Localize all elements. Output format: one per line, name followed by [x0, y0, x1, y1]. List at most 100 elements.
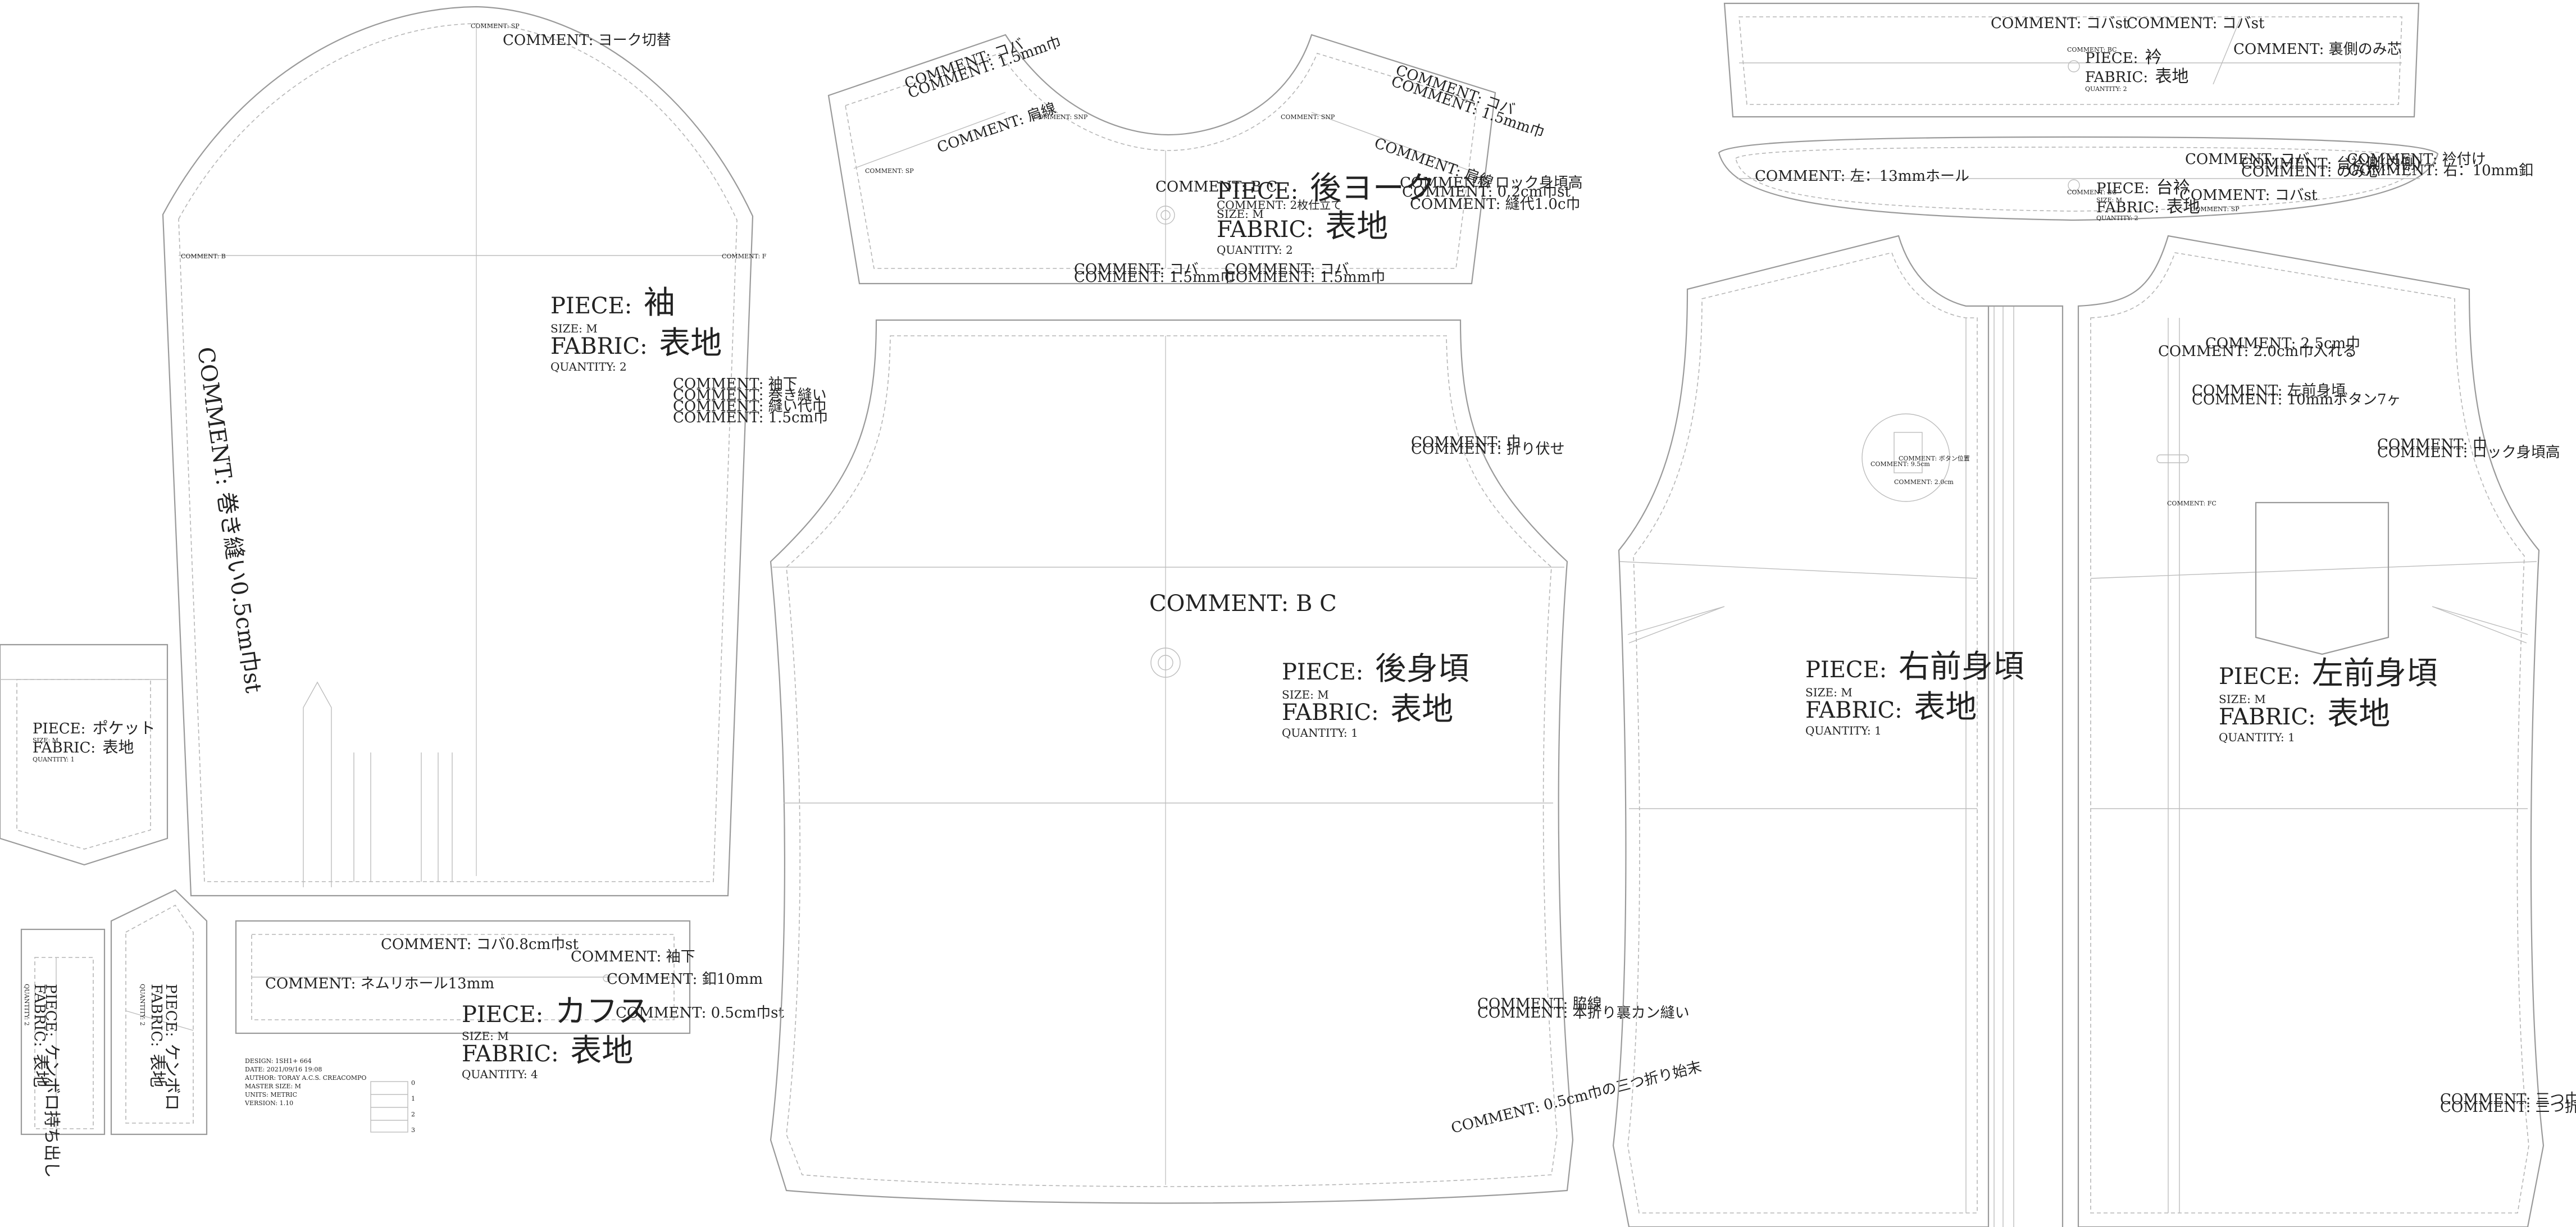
cuff-comment-hole: COMMENT: ネムリホール13mm — [265, 975, 494, 992]
left-front-piece-label: PIECE: 左前身頃 — [2219, 655, 2438, 692]
left-front-lock-2: COMMENT: ロック身頃高 — [2377, 444, 2560, 461]
placket-b-seam-line — [125, 904, 194, 1124]
right-front-seam-line — [1627, 252, 1978, 1214]
back-yoke-shoulder-r — [1311, 112, 1472, 172]
back-yoke-piece-name: 後ヨーク — [1310, 170, 1436, 207]
placket-a-piece-name: ケンボロ持ち出し — [42, 1044, 61, 1178]
cuff-fabric: FABRIC: 表地 — [462, 1033, 633, 1069]
back-yoke-lock-1: COMMENT: ロック身頃高 — [1400, 175, 1583, 191]
collar-stand-size: SIZE: M — [2096, 197, 2122, 204]
sleeve-comment-sp: COMMENT: SP — [471, 22, 520, 30]
placket-a-piece[interactable]: PIECE: ケンボロ持ち出し FABRIC: 表地 QUANTITY: 2 — [20, 928, 106, 1178]
back-yoke-snp-r: COMMENT: SNP — [1281, 113, 1335, 121]
right-front-pocket-2: COMMENT: 9.5cm — [1870, 460, 1930, 468]
collar-piece[interactable]: COMMENT: コバst COMMENT: コバst COMMENT: 裏側の… — [1723, 2, 2420, 118]
scale-box — [370, 1081, 408, 1133]
collar-quantity: QUANTITY: 2 — [2085, 85, 2127, 93]
cuff-piece[interactable]: COMMENT: コバ0.8cm巾st COMMENT: 袖下 COMMENT:… — [235, 920, 785, 1081]
collar-stand-piece[interactable]: COMMENT: 左：13mmホール COMMENT: コバ COMMENT: … — [1718, 136, 2533, 222]
placket-a-seam-line — [34, 957, 94, 1129]
pocket-size: SIZE: M — [33, 737, 58, 744]
back-yoke-shoulder-l — [853, 112, 1006, 169]
pocket-fabric-prefix: FABRIC: — [33, 740, 95, 756]
sleeve-comment-stack-1: COMMENT: 袖下 — [673, 376, 798, 393]
cuff-piece-label: PIECE: カフス — [462, 993, 649, 1030]
sleeve-comment-f: COMMENT: F — [722, 253, 767, 260]
collar-stand-quantity: QUANTITY: 2 — [2096, 215, 2138, 222]
placket-b-fabric: FABRIC: 表地 — [147, 984, 167, 1087]
right-front-fabric: FABRIC: 表地 — [1805, 689, 1977, 726]
back-yoke-comment-double: COMMENT: 2枚仕立て — [1217, 198, 1342, 212]
back-body-fabric-prefix: FABRIC: — [1282, 700, 1379, 726]
sleeve-piece-name: 袖 — [644, 285, 675, 321]
collar-stand-cut-line — [1718, 136, 2439, 221]
info-line-4: MASTER SIZE: M — [245, 1083, 301, 1090]
right-front-edge — [1988, 305, 2064, 1227]
sleeve-fabric-prefix: FABRIC: — [550, 334, 648, 359]
placket-a-piece-label: PIECE: ケンボロ持ち出し — [42, 984, 61, 1178]
sleeve-piece-label-prefix: PIECE: — [550, 293, 632, 319]
scale-label-1: 1 — [411, 1095, 415, 1102]
back-body-piece[interactable]: COMMENT: B C PIECE: 後身頃 SIZE: M FABRIC: … — [770, 319, 1703, 1204]
pocket-fabric: FABRIC: 表地 — [33, 738, 134, 756]
placket-a-fabric: FABRIC: 表地 — [30, 984, 50, 1087]
sleeve-comment-roll: COMMENT: 巻き縫い0.5cm巾st — [192, 345, 266, 695]
sleeve-piece[interactable]: COMMENT: SP COMMENT: ヨーク切替 COMMENT: B CO… — [162, 6, 828, 897]
collar-stand-comment-hole: COMMENT: 左：13mmホール — [1755, 168, 1969, 185]
back-body-comment-bc: COMMENT: B C — [1149, 591, 1337, 617]
collar-fabric-prefix: FABRIC: — [2085, 69, 2148, 86]
scale-ruler: 0 1 2 3 — [370, 1079, 415, 1134]
info-line-2: DATE: 2021/09/16 19:08 — [245, 1066, 322, 1073]
cuff-quantity: QUANTITY: 4 — [462, 1068, 538, 1081]
collar-bc-mark — [2068, 60, 2080, 72]
placket-b-piece[interactable]: PIECE: ケンボロ FABRIC: 表地 QUANTITY: 2 — [110, 889, 208, 1135]
back-body-fabric: FABRIC: 表地 — [1282, 691, 1453, 728]
sleeve-comment-yoke: COMMENT: ヨーク切替 — [503, 32, 671, 49]
collar-stand-comment-bc: COMMENT: BC — [2067, 189, 2117, 196]
back-yoke-piece[interactable]: COMMENT: コバ COMMENT: 1.5mm巾 COMMENT: コバ … — [827, 34, 1583, 286]
collar-stand-stack-3: COMMENT: 衿付け — [2347, 151, 2486, 168]
placket-b-diag — [125, 1010, 194, 1031]
right-front-size: SIZE: M — [1805, 686, 1853, 699]
left-front-fabric-prefix: FABRIC: — [2219, 704, 2316, 730]
right-front-pocket-1: COMMENT: ボタン位置 — [1899, 454, 1970, 462]
back-yoke-sp: COMMENT: SP — [865, 167, 914, 175]
collar-stand-comment-kopa2: COMMENT: コバst — [2179, 187, 2318, 204]
left-front-fabric-name: 表地 — [2327, 696, 2390, 732]
back-yoke-piece-prefix: PIECE: — [1217, 179, 1298, 204]
pocket-quantity: QUANTITY: 1 — [33, 756, 75, 763]
back-yoke-center-mark — [1156, 206, 1175, 225]
collar-stand-bc-mark — [2068, 179, 2080, 191]
collar-seam-line — [1738, 16, 2402, 105]
collar-fabric: FABRIC: 表地 — [2085, 67, 2188, 86]
right-front-piece[interactable]: COMMENT: ボタン位置 COMMENT: 9.5cm COMMENT: 2… — [1612, 235, 2064, 1227]
collar-point-line — [2213, 19, 2241, 85]
pocket-seam-line — [16, 679, 151, 850]
placket-b-quantity: QUANTITY: 2 — [139, 984, 146, 1026]
left-front-piece-name: 左前身頃 — [2312, 655, 2438, 692]
sleeve-quantity: QUANTITY: 2 — [550, 360, 627, 373]
collar-comment-bc: COMMENT: BC — [2067, 46, 2117, 53]
collar-stand-piece-label: PIECE: 台衿 — [2096, 178, 2190, 198]
left-front-quantity: QUANTITY: 1 — [2219, 731, 2295, 744]
left-front-dart — [2432, 606, 2528, 644]
back-yoke-kopa-bl-1: COMMENT: コバ — [1074, 261, 1199, 278]
back-body-center-mark — [1150, 647, 1181, 678]
info-line-3: AUTHOR: TORAY A.C.S. CREACOMPO — [244, 1074, 366, 1082]
placket-b-piece-name: ケンボロ — [162, 1044, 181, 1111]
placket-a-quantity: QUANTITY: 2 — [23, 984, 30, 1026]
placket-a-piece-prefix: PIECE: — [42, 984, 59, 1037]
left-front-piece[interactable]: COMMENT: FC COMMENT: 2.5cm巾 COMMENT: 2.0… — [2077, 235, 2576, 1227]
collar-comment-kopa2: COMMENT: コバst — [2127, 15, 2265, 32]
back-yoke-kopa-br-2: COMMENT: 1.5mm巾 — [1225, 269, 1385, 286]
collar-cut-line — [1723, 2, 2420, 118]
back-body-quantity: QUANTITY: 1 — [1282, 726, 1358, 740]
sleeve-comment-stack-2: COMMENT: 巻き縫い — [673, 387, 827, 404]
pocket-piece[interactable]: PIECE: ポケット SIZE: M FABRIC: 表地 QUANTITY:… — [0, 644, 169, 866]
info-line-1: DESIGN: 1SH1+ 664 — [245, 1057, 312, 1065]
sleeve-cut-line — [162, 6, 754, 897]
back-body-side-1: COMMENT: 脇線 — [1477, 996, 1602, 1012]
back-yoke-quantity: QUANTITY: 2 — [1217, 243, 1293, 257]
collar-stand-comment-kopa: COMMENT: コバ — [2185, 151, 2310, 168]
collar-stand-fabric: FABRIC: 表地 — [2096, 197, 2200, 217]
